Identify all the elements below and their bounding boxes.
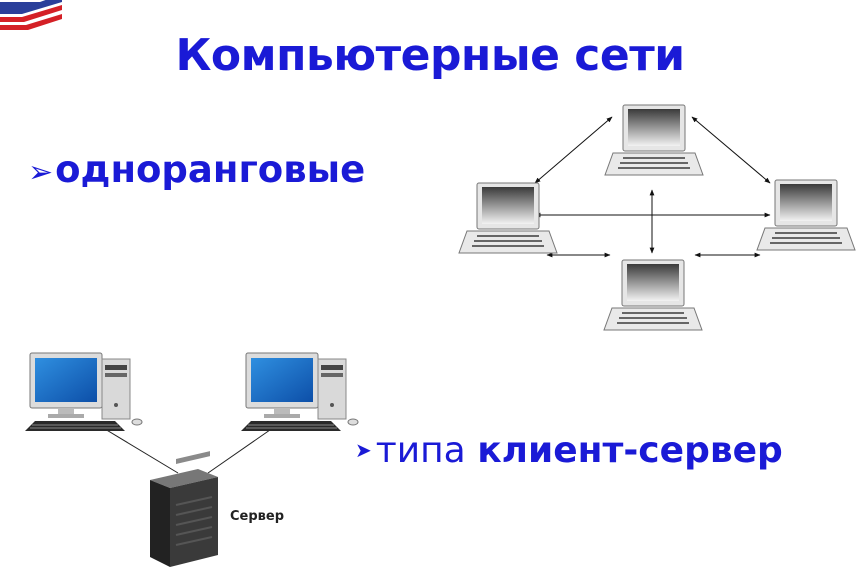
client-server-text-plain: типа <box>375 430 466 471</box>
page-title: Компьютерные сети <box>175 30 685 81</box>
client-server-text-bold: клиент-сервер <box>477 430 783 471</box>
desktop-computer-icon <box>240 352 359 432</box>
arrow-marker-icon: ➤ <box>355 438 372 462</box>
network-links <box>534 116 771 258</box>
server-caption: Сервер <box>230 509 285 524</box>
client-server-label: ➤типа клиент-сервер <box>355 430 783 471</box>
server-tower-icon <box>150 451 218 567</box>
logo-icon <box>0 0 62 30</box>
laptop-icon <box>458 182 558 254</box>
laptop-icon <box>604 104 704 176</box>
laptop-icon <box>756 179 856 251</box>
arrow-marker-icon: ➢ <box>28 155 54 190</box>
peer-to-peer-diagram <box>458 104 856 331</box>
client-server-diagram <box>24 352 359 567</box>
peer-to-peer-label: ➢одноранговые <box>28 148 365 191</box>
desktop-computer-icon <box>24 352 143 432</box>
server-links <box>94 422 281 474</box>
peer-to-peer-text: одноранговые <box>55 148 366 191</box>
laptop-icon <box>603 259 703 331</box>
